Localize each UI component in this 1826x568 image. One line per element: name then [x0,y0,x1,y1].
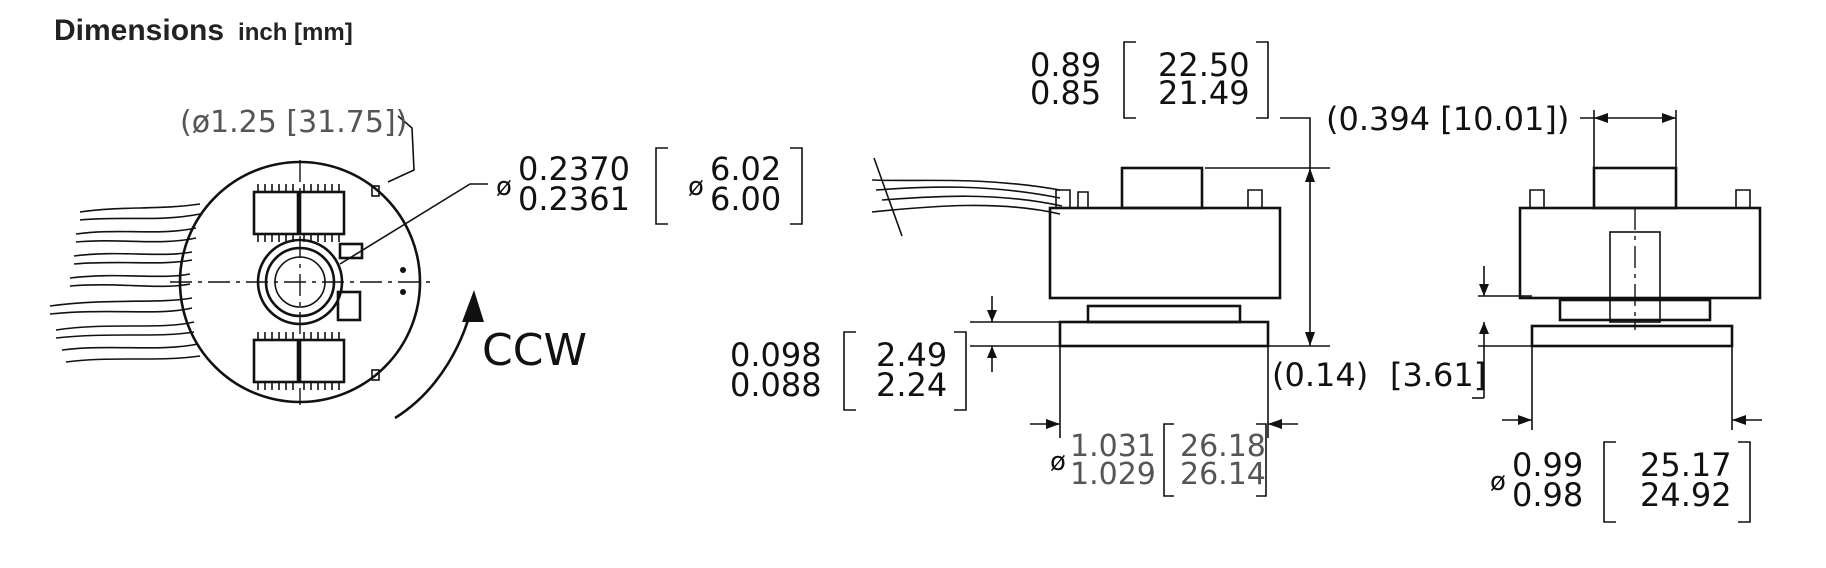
page-title: Dimensions [54,14,225,47]
outer-dia-leader [387,115,415,183]
height-inch-min: 0.85 [1030,74,1101,112]
height-leader [1280,117,1311,168]
base-inch-max: 1.031 [1070,429,1156,464]
width-ref-label: (0.394 [10.01]) [1326,100,1569,138]
od-inch-min: 0.98 [1512,476,1583,514]
bore-outer-circle [256,238,344,326]
height-bracket-right [1256,41,1269,119]
flange-mm-min: 2.24 [876,366,947,404]
bore-bracket-left [655,147,668,225]
bore-mm-min: 6.00 [710,180,781,218]
base-inch-min: 1.029 [1070,457,1156,492]
top-view: (ø1.25 [31.75]) ø 0.2370 0.2361 ø 6.02 6… [49,105,803,420]
base-height-label: (0.14) [1272,356,1368,394]
chip-bottom-left [252,338,300,384]
bore-mm-dia-symbol: ø [688,172,704,202]
end-flange-ext [1478,295,1532,347]
chip-bottom-right [298,338,346,384]
outer-diameter-label: (ø1.25 [31.75]) [180,105,407,140]
bore-leader [339,183,488,265]
base-bracket-left [1163,423,1174,497]
base-plate [1058,320,1270,348]
height-inch-max: 0.89 [1030,46,1101,84]
housing-body [1048,206,1282,300]
hole-marker-1 [400,267,406,273]
flange-bracket-left [843,331,856,411]
end-view: (0.394 [10.01]) ø 0.99 0.98 25.17 24.92 [1326,100,1762,523]
chip-bottom-pins [257,332,340,340]
base-dia-symbol: ø [1050,447,1066,477]
ccw-arrowhead [462,290,484,322]
flange-mm-max: 2.49 [876,336,947,374]
height-bracket-left [1123,41,1136,119]
smd-component [338,242,364,260]
terminals [1055,189,1263,208]
chip-bottom-pins-lower [257,382,340,390]
od-bracket-left [1603,441,1616,523]
base-height-mm-label: [3.61] [1390,356,1486,394]
od-dia-symbol: ø [1490,467,1506,497]
side-wire-bundle [871,157,1063,237]
od-bracket-right [1738,441,1751,523]
chip-top-pins [257,184,340,192]
end-housing-body [1518,206,1762,300]
flange-bracket-right [954,331,967,411]
bore-core-circle [274,256,326,308]
flange [1086,304,1242,324]
height-mm-min: 21.49 [1158,74,1250,112]
flange-inch-min: 0.088 [730,366,822,404]
od-inch-max: 0.99 [1512,446,1583,484]
end-flange-arrowheads [1479,284,1489,334]
bore-dia-symbol: ø [496,172,512,202]
chip-top-pins-lower [257,234,340,242]
bore-mm-max: 6.02 [710,150,781,188]
header: Dimensions inch [mm] [54,14,353,48]
end-top-component [1592,166,1678,210]
rotation-label: CCW [482,325,587,376]
od-arrowheads [1518,415,1746,425]
base-bracket-right [1256,423,1267,497]
flange-arrowheads [987,310,997,358]
ccw-arrow [394,295,476,420]
od-mm-max: 25.17 [1640,446,1732,484]
end-terminals [1529,189,1751,208]
side-view: 0.89 0.85 22.50 21.49 0.098 0.088 2.49 2… [730,41,1486,497]
chip-top-right [298,190,346,236]
top-component [1120,166,1204,210]
bore-inch-min: 0.2361 [518,180,630,218]
od-mm-min: 24.92 [1640,476,1732,514]
rim-notch-top [371,185,380,197]
small-component [336,290,362,322]
end-base-plate [1530,324,1734,348]
hole-marker-2 [400,289,406,295]
chip-top-left [252,190,300,236]
bore-bracket-right [790,147,803,225]
bore-inner-circle [264,246,336,318]
wire-bundle [49,203,201,363]
base-mm-min: 26.14 [1180,457,1266,492]
flange-inch-max: 0.098 [730,336,822,374]
rim-notch-bottom [371,369,380,381]
height-mm-max: 22.50 [1158,46,1250,84]
bore-inch-max: 0.2370 [518,150,630,188]
base-mm-max: 26.18 [1180,429,1266,464]
units-label: inch [mm] [238,19,353,46]
